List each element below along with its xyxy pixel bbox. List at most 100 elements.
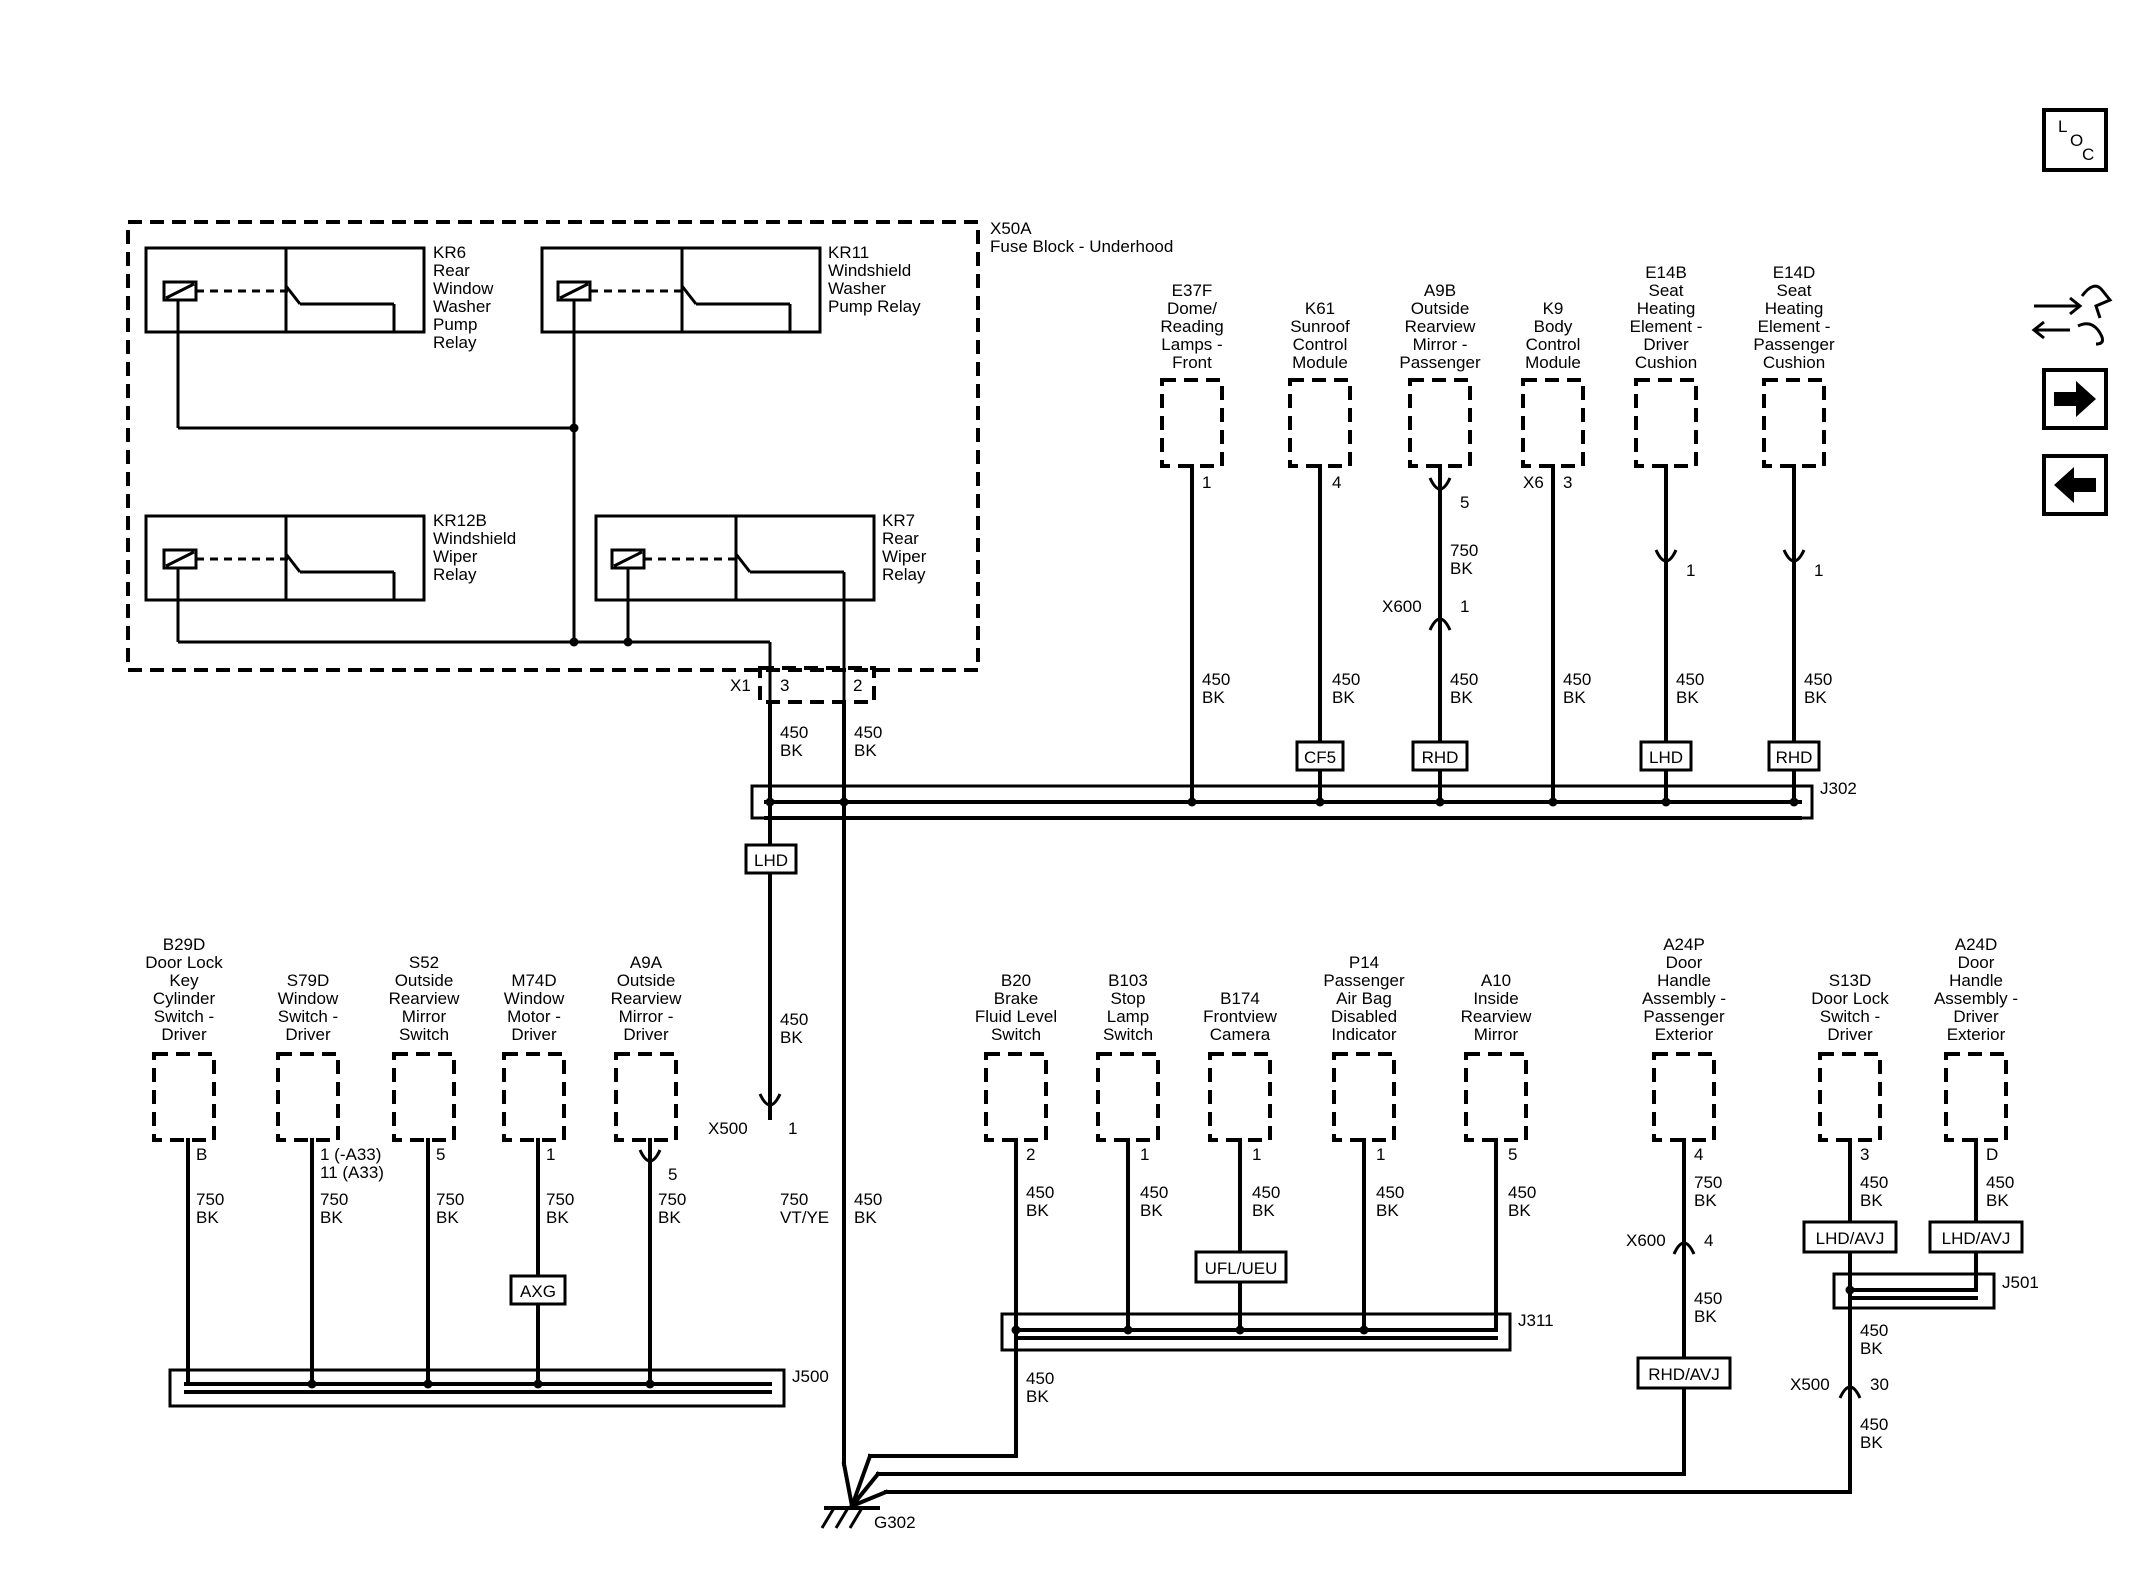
previous-page-icon[interactable] xyxy=(2042,454,2108,516)
option-tag-text: RHD xyxy=(1776,748,1813,767)
wire-color: BK xyxy=(1140,1201,1163,1220)
component-name-line: Driver xyxy=(623,1025,669,1044)
component-id: E14B xyxy=(1645,263,1687,282)
pin-number: 1 xyxy=(1686,561,1695,580)
component-name-line: Module xyxy=(1292,353,1348,372)
wire-gauge: 450 xyxy=(1140,1183,1168,1202)
wire-gauge: 750 xyxy=(658,1190,686,1209)
wire-color: BK xyxy=(1026,1201,1049,1220)
component-name-line: Door xyxy=(1958,953,1995,972)
wire-color: BK xyxy=(320,1208,343,1227)
wire-gauge: 450 xyxy=(1252,1183,1280,1202)
option-tag xyxy=(1194,1250,1288,1284)
location-button[interactable]: L O C xyxy=(2042,108,2108,172)
location-letter: O xyxy=(2070,131,2083,150)
fuse-block-connector xyxy=(758,666,876,704)
pin-number: 1 (-A33) xyxy=(320,1145,381,1164)
wire-color: BK xyxy=(196,1208,219,1227)
wire-color: VT/YE xyxy=(780,1208,829,1227)
wire-gauge: 750 xyxy=(780,1190,808,1209)
option-tag xyxy=(1295,740,1345,772)
relay-name-line: Relay xyxy=(433,565,477,584)
fuse-block: X50A Fuse Block - Underhood X1 3 2 xyxy=(126,219,1173,704)
component-a9b: A9B Outside Rearview Mirror - Passenger … xyxy=(1382,281,1481,807)
component-name-line: Driver xyxy=(1953,1007,1999,1026)
component-outline xyxy=(614,1052,678,1142)
component-b29d: B29D Door Lock Key Cylinder Switch - Dri… xyxy=(145,935,224,1386)
splice-j311: J311 xyxy=(1000,1311,1554,1352)
component-name-line: Switch xyxy=(399,1025,449,1044)
component-outline xyxy=(1160,378,1224,468)
component-name-line: Control xyxy=(1293,335,1348,354)
option-tag-text: AXG xyxy=(520,1282,556,1301)
pin-number: 1 xyxy=(1376,1145,1385,1164)
wire-gauge: 750 xyxy=(436,1190,464,1209)
pin-number: 1 xyxy=(1202,473,1211,492)
splice-j501: J501 xyxy=(1832,1272,2039,1310)
connector-pin-icon xyxy=(1654,549,1678,563)
option-tag xyxy=(1411,740,1469,772)
component-name-line: Switch - xyxy=(1820,1007,1880,1026)
pin-number: 5 xyxy=(1460,493,1469,512)
pin-number: D xyxy=(1986,1145,1998,1164)
connector-end-view-icon[interactable] xyxy=(2031,284,2113,346)
wire-gauge: 450 xyxy=(1986,1173,2014,1192)
component-name-line: Dome/ xyxy=(1167,299,1217,318)
component-name-line: Driver xyxy=(511,1025,557,1044)
component-name-line: Driver xyxy=(1827,1025,1873,1044)
relay-name-line: Wiper xyxy=(433,547,478,566)
component-name-line: Switch xyxy=(1103,1025,1153,1044)
component-outline xyxy=(1096,1052,1160,1142)
component-name-line: Window xyxy=(278,989,339,1008)
component-id: B29D xyxy=(163,935,206,954)
wire-gauge: 450 xyxy=(1860,1173,1888,1192)
component-id: B174 xyxy=(1220,989,1260,1008)
wire-gauge: 450 xyxy=(1026,1183,1054,1202)
component-name-line: Fluid Level xyxy=(975,1007,1057,1026)
component-name-line: Seat xyxy=(1777,281,1812,300)
component-name-line: Passenger xyxy=(1753,335,1835,354)
component-outline xyxy=(392,1052,456,1142)
ground-g302: G302 xyxy=(820,1453,1852,1532)
option-tag-text: RHD/AVJ xyxy=(1648,1365,1719,1384)
wire-color: BK xyxy=(854,1208,877,1227)
component-name-line: Seat xyxy=(1649,281,1684,300)
option-tag xyxy=(1639,740,1693,772)
wire-color: BK xyxy=(1563,688,1586,707)
ground-id: G302 xyxy=(874,1513,916,1532)
component-name-line: Handle xyxy=(1657,971,1711,990)
wire-gauge: 450 xyxy=(1563,670,1591,689)
location-letter: L xyxy=(2058,117,2067,136)
component-s79d: S79D Window Switch - Driver 1 (-A33) 11 … xyxy=(276,971,384,1389)
relay-name-line: Pump xyxy=(433,315,477,334)
relay-switch-icon xyxy=(284,285,302,305)
wire-gauge: 450 xyxy=(1508,1183,1536,1202)
relay-kr11: KR11 Windshield Washer Pump Relay xyxy=(540,243,921,334)
relay-kr6: KR6 Rear Window Washer Pump Relay xyxy=(144,243,494,352)
component-id: A9A xyxy=(630,953,663,972)
component-e37f: E37F Dome/ Reading Lamps - Front 1 450 B… xyxy=(1160,281,1230,807)
wire-color: BK xyxy=(1450,559,1473,578)
component-outline xyxy=(1464,1052,1528,1142)
pin-number: 4 xyxy=(1332,473,1341,492)
wire-color: BK xyxy=(1252,1201,1275,1220)
component-name-line: Outside xyxy=(395,971,454,990)
pin-number: 3 xyxy=(1860,1145,1869,1164)
fuse-block-pin-3: 3 xyxy=(780,676,789,695)
wire-gauge: 450 xyxy=(780,1010,808,1029)
component-b103: B103 Stop Lamp Switch 1 450 BK xyxy=(1096,971,1168,1335)
splice-id: J311 xyxy=(1518,1311,1554,1330)
wire-gauge: 750 xyxy=(1694,1173,1722,1192)
wire-color: BK xyxy=(1676,688,1699,707)
component-a24d: A24D Door Handle Assembly - Driver Exter… xyxy=(1928,935,2024,1292)
component-name-line: Brake xyxy=(994,989,1038,1008)
component-name-line: Rearview xyxy=(611,989,683,1008)
component-name-line: Disabled xyxy=(1331,1007,1397,1026)
pin-number: 2 xyxy=(1026,1145,1035,1164)
inline-connector-id: X600 xyxy=(1626,1231,1666,1250)
next-page-icon[interactable] xyxy=(2042,368,2108,430)
wire-color: BK xyxy=(854,741,877,760)
component-name-line: Outside xyxy=(617,971,676,990)
wire-color: BK xyxy=(780,1028,803,1047)
